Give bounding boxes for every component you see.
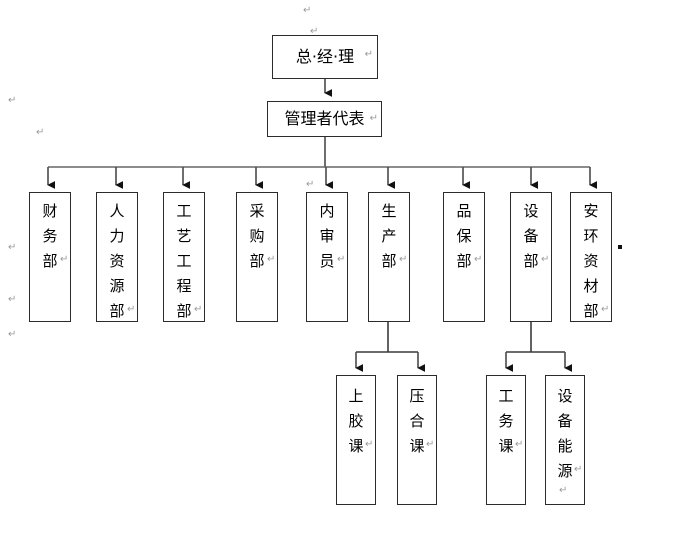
node-department-hr-label: 人 力 资 源 部 [109, 202, 125, 320]
node-general-manager[interactable]: 总·经·理 ↵ [272, 35, 378, 79]
node-section-gluing[interactable]: 上 胶 课 ↵ [336, 375, 376, 505]
paragraph-mark-extra-icon: ↵ [559, 485, 568, 496]
node-management-rep-label: 管理者代表 [284, 109, 365, 128]
node-section-gluing-label: 上 胶 课 [348, 387, 364, 455]
paragraph-mark-icon: ↵ [541, 254, 550, 265]
node-section-lamination[interactable]: 压 合 课 ↵ [397, 375, 437, 505]
stray-paragraph-mark-icon: ↵ [36, 127, 45, 138]
node-department-process[interactable]: 工 艺 工 程 部 ↵ [163, 192, 205, 322]
node-department-safety[interactable]: 安 环 资 材 部 ↵ [570, 192, 612, 322]
node-department-purchase-label: 采 购 部 [249, 202, 265, 270]
paragraph-mark-icon: ↵ [365, 439, 374, 450]
paragraph-mark-icon: ↵ [574, 464, 583, 475]
node-section-energy[interactable]: 设 备 能 源 ↵ ↵ [545, 375, 585, 505]
node-department-production[interactable]: 生 产 部 ↵ [368, 192, 410, 322]
node-section-engineering-label: 工 务 课 [498, 387, 514, 455]
paragraph-mark-icon: ↵ [127, 304, 136, 315]
node-department-equipment-label: 设 备 部 [523, 202, 539, 270]
node-department-finance[interactable]: 财 务 部 ↵ [29, 192, 71, 322]
node-department-process-label: 工 艺 工 程 部 [176, 202, 192, 320]
selection-handle-marker [618, 245, 622, 249]
node-department-purchase[interactable]: 采 购 部 ↵ [236, 192, 278, 322]
node-general-manager-label: 总·经·理 [295, 47, 355, 66]
paragraph-mark-icon: ↵ [601, 304, 610, 315]
node-department-quality-label: 品 保 部 [456, 202, 472, 270]
stray-paragraph-mark-icon: ↵ [8, 294, 17, 305]
paragraph-mark-icon: ↵ [60, 254, 69, 265]
paragraph-mark-icon: ↵ [369, 113, 378, 124]
stray-paragraph-mark-icon: ↵ [306, 179, 315, 190]
stray-paragraph-mark-icon: ↵ [310, 26, 319, 37]
paragraph-mark-icon: ↵ [364, 49, 373, 60]
paragraph-mark-icon: ↵ [515, 439, 524, 450]
stray-paragraph-mark-icon: ↵ [8, 95, 17, 106]
node-department-production-label: 生 产 部 [381, 202, 397, 270]
node-department-equipment[interactable]: 设 备 部 ↵ [510, 192, 552, 322]
node-department-auditor-label: 内 审 员 [319, 202, 335, 270]
node-department-quality[interactable]: 品 保 部 ↵ [443, 192, 485, 322]
paragraph-mark-icon: ↵ [399, 254, 408, 265]
stray-paragraph-mark-icon: ↵ [8, 242, 17, 253]
paragraph-mark-icon: ↵ [194, 304, 203, 315]
node-section-engineering[interactable]: 工 务 课 ↵ [486, 375, 526, 505]
paragraph-mark-icon: ↵ [426, 439, 435, 450]
node-section-energy-label: 设 备 能 源 [557, 387, 573, 480]
stray-paragraph-mark-icon: ↵ [8, 329, 17, 340]
node-department-auditor[interactable]: 内 审 员 ↵ [306, 192, 348, 322]
stray-paragraph-mark-icon: ↵ [303, 5, 312, 16]
node-department-hr[interactable]: 人 力 资 源 部 ↵ [96, 192, 138, 322]
node-management-rep[interactable]: 管理者代表 ↵ [267, 101, 382, 137]
paragraph-mark-icon: ↵ [267, 254, 276, 265]
paragraph-mark-icon: ↵ [337, 254, 346, 265]
node-section-lamination-label: 压 合 课 [409, 387, 425, 455]
node-department-finance-label: 财 务 部 [42, 202, 58, 270]
paragraph-mark-icon: ↵ [474, 254, 483, 265]
node-department-safety-label: 安 环 资 材 部 [583, 202, 599, 320]
